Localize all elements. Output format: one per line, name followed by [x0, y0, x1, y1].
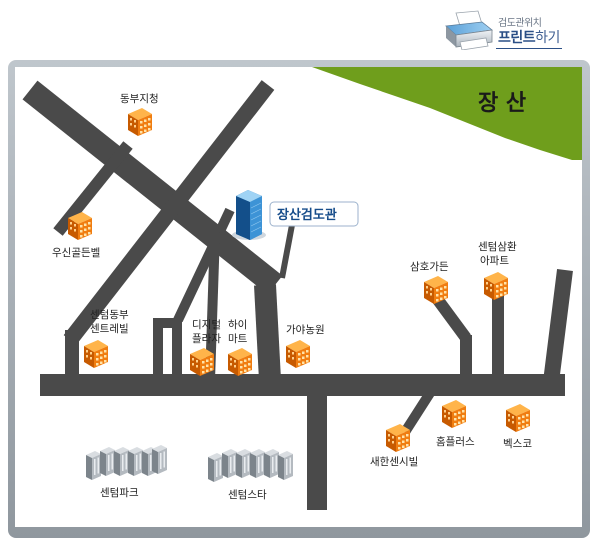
print-caption: 검도관위치 [498, 18, 542, 29]
label-centum-star: 센텀스타 [228, 489, 267, 501]
building-centum-star [208, 449, 293, 482]
plaza-road-left [153, 318, 163, 380]
building-centum-dongbu [84, 340, 108, 368]
label-saehan-censivil: 새한센시빌 [370, 456, 418, 468]
print-location-button[interactable]: 검도관위치 프린트하기 [442, 8, 572, 50]
label-gaya-nongwon: 가야농원 [286, 323, 325, 336]
label-centum-samhwan-1: 센텀삼환 [478, 241, 517, 253]
building-dongbu-jicheong [128, 108, 152, 136]
print-label[interactable]: 프린트하기 [496, 27, 562, 49]
hq-pointer [279, 224, 295, 279]
label-usin-golden-bell: 우신골든벨 [52, 247, 100, 259]
label-digital-plaza-2: 플라자 [192, 333, 221, 345]
building-beksco [506, 404, 530, 432]
label-digital-plaza-1: 디지털 [192, 319, 221, 331]
saehan-road [400, 390, 435, 435]
main-road [40, 374, 565, 396]
label-centum-dongbu-2: 센트레빌 [90, 323, 129, 335]
plaza-road-top [153, 318, 182, 328]
building-gaya-nongwon [286, 340, 310, 368]
print-label-strong: 프린트 [498, 30, 536, 46]
label-centum-samhwan-2: 아파트 [480, 255, 509, 267]
mountain-area [312, 67, 582, 160]
samho-road-1 [433, 296, 471, 342]
printer-icon [445, 10, 493, 50]
building-saehan-censivil [386, 424, 410, 452]
samhwan-road [492, 290, 504, 380]
label-samho-garden: 삼호가든 [410, 261, 449, 273]
label-dongbu-jicheong: 동부지청 [120, 93, 159, 105]
mountain-label: 장 산 [478, 91, 526, 116]
hq-building [232, 190, 266, 240]
building-hi-mart [228, 348, 252, 376]
label-beksco: 벡스코 [503, 438, 532, 450]
roads [40, 290, 565, 510]
building-centum-park [86, 445, 167, 480]
east-road [542, 269, 573, 391]
plaza-road-right [172, 318, 182, 380]
label-homeplus: 홈플러스 [436, 435, 475, 448]
label-centum-park: 센텀파크 [100, 487, 139, 499]
plaza-diagonal [173, 207, 235, 323]
location-map: 장 산 [22, 67, 582, 510]
print-label-light: 하기 [535, 30, 560, 46]
hq-label: 장산검도관 [277, 207, 337, 223]
diagonal-roads [22, 80, 573, 435]
label-hi-mart-2: 마트 [228, 333, 248, 345]
diagonal-road-main [22, 80, 283, 295]
building-homeplus [442, 400, 466, 428]
map-area: 장 산 [15, 67, 582, 527]
building-centum-samhwan [484, 272, 508, 300]
label-hi-mart-1: 하이 [228, 318, 247, 331]
hq-label-box [269, 201, 359, 227]
hq-road [254, 284, 281, 381]
south-road [307, 390, 327, 510]
diagonal-road-2 [63, 80, 275, 345]
label-centum-dongbu-1: 센텀동부 [90, 309, 129, 321]
